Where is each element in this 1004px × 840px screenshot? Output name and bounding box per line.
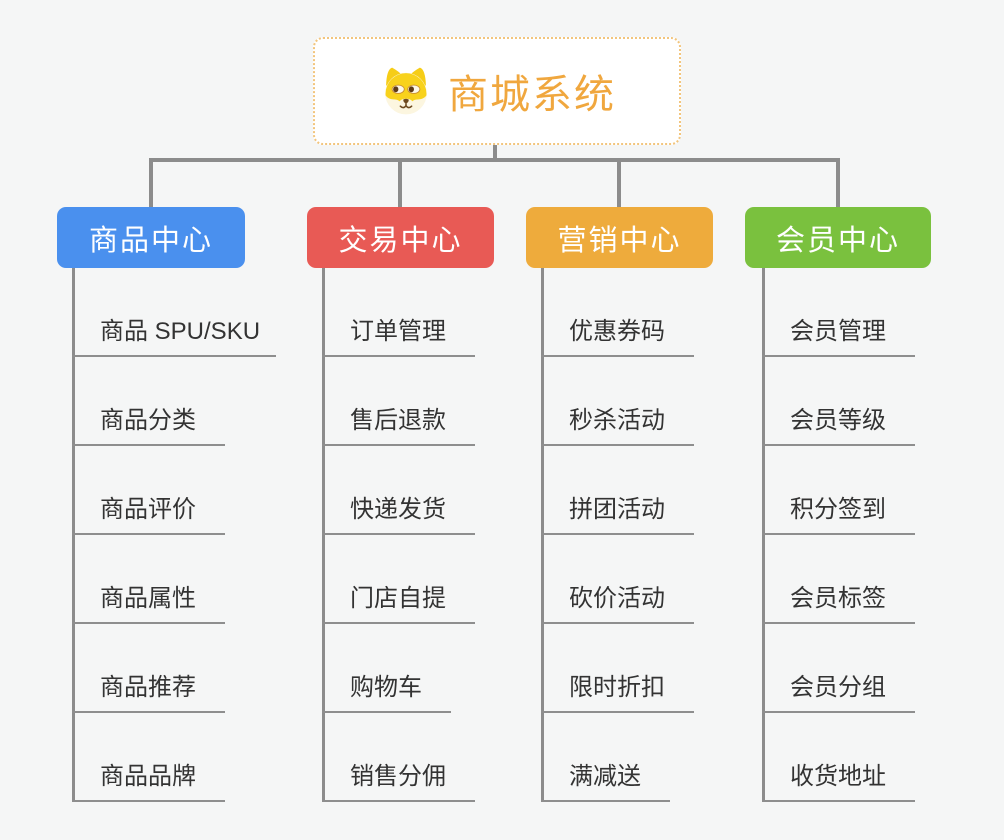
branch-items-member: 会员管理 会员等级 积分签到 会员标签 会员分组 收货地址 <box>762 317 915 840</box>
node-item[interactable]: 秒杀活动 <box>541 406 694 446</box>
node-item[interactable]: 砍价活动 <box>541 584 694 624</box>
node-item[interactable]: 会员等级 <box>762 406 915 446</box>
node-item[interactable]: 满减送 <box>541 762 670 802</box>
node-item[interactable]: 订单管理 <box>322 317 475 357</box>
dog-face-icon <box>378 65 434 117</box>
node-item[interactable]: 商品分类 <box>72 406 225 446</box>
node-item[interactable]: 会员管理 <box>762 317 915 357</box>
branch-items-trade: 订单管理 售后退款 快递发货 门店自提 购物车 销售分佣 <box>322 317 475 840</box>
connector-root-drop <box>493 140 497 162</box>
node-item[interactable]: 销售分佣 <box>322 762 475 802</box>
node-item[interactable]: 商品品牌 <box>72 762 225 802</box>
root-node[interactable]: 商城系统 <box>313 37 681 145</box>
branch-label: 商品中心 <box>88 224 213 257</box>
node-item[interactable]: 优惠券码 <box>541 317 694 357</box>
node-item[interactable]: 商品评价 <box>72 495 225 535</box>
branch-header-product-center[interactable]: 商品中心 <box>57 207 245 268</box>
node-item[interactable]: 会员分组 <box>762 673 915 713</box>
branch-label: 营销中心 <box>557 224 682 257</box>
node-item[interactable]: 购物车 <box>322 673 451 713</box>
branch-header-member-center[interactable]: 会员中心 <box>745 207 931 268</box>
node-item[interactable]: 拼团活动 <box>541 495 694 535</box>
branch-header-trade-center[interactable]: 交易中心 <box>307 207 494 268</box>
node-item[interactable]: 售后退款 <box>322 406 475 446</box>
branch-items-marketing: 优惠券码 秒杀活动 拼团活动 砍价活动 限时折扣 满减送 <box>541 317 694 840</box>
node-item[interactable]: 快递发货 <box>322 495 475 535</box>
branch-items-product: 商品 SPU/SKU 商品分类 商品评价 商品属性 商品推荐 商品品牌 <box>72 317 276 840</box>
node-item[interactable]: 收货地址 <box>762 762 915 802</box>
node-item[interactable]: 积分签到 <box>762 495 915 535</box>
connector-drop-member <box>836 162 840 208</box>
root-label: 商城系统 <box>448 73 616 117</box>
branch-label: 交易中心 <box>338 224 463 257</box>
node-item[interactable]: 会员标签 <box>762 584 915 624</box>
node-item[interactable]: 门店自提 <box>322 584 475 624</box>
node-item[interactable]: 商品 SPU/SKU <box>72 317 276 357</box>
branch-header-marketing-center[interactable]: 营销中心 <box>526 207 713 268</box>
connector-bus <box>149 158 840 162</box>
node-item[interactable]: 商品推荐 <box>72 673 225 713</box>
node-item[interactable]: 限时折扣 <box>541 673 694 713</box>
connector-drop-marketing <box>617 162 621 208</box>
connector-drop-product <box>149 162 153 208</box>
branch-label: 会员中心 <box>775 224 900 257</box>
node-item[interactable]: 商品属性 <box>72 584 225 624</box>
connector-drop-trade <box>398 162 402 208</box>
